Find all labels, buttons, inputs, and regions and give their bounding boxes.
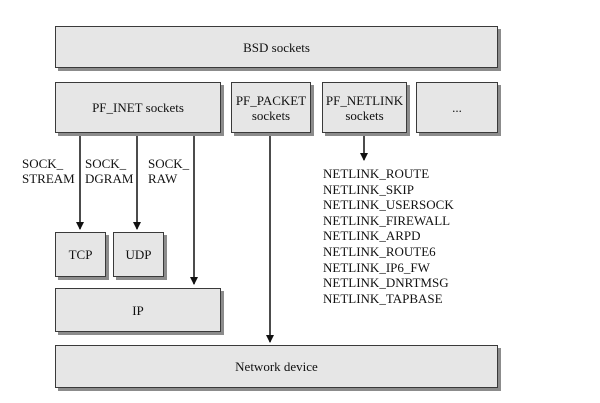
pf-netlink-sockets-box: PF_NETLINK sockets [322,82,407,133]
pf-inet-sockets-box: PF_INET sockets [55,82,221,133]
network-device-label: Network device [235,359,318,374]
sock-raw-label: SOCK_ RAW [148,156,189,186]
netlink-protocol-item: NETLINK_FIREWALL [323,212,451,228]
pf-inet-label: PF_INET sockets [92,100,184,115]
sock-raw-line2: RAW [148,171,178,186]
sock-dgram-line1: SOCK_ [85,156,127,171]
more-families-label: ... [452,100,462,115]
ip-box: IP [55,288,221,332]
bsd-sockets-box: BSD sockets [55,26,498,68]
udp-label: UDP [125,247,152,262]
more-families-box: ... [416,82,498,133]
bsd-sockets-label: BSD sockets [243,39,310,55]
udp-box: UDP [113,232,164,277]
netlink-protocol-list: NETLINK_ROUTE NETLINK_SKIP NETLINK_USERS… [323,166,454,306]
sock-dgram-label: SOCK_ DGRAM [85,156,133,186]
sock-stream-label: SOCK_ STREAM [22,156,75,186]
netlink-protocol-item: NETLINK_ROUTE [323,166,430,181]
sock-stream-line2: STREAM [22,171,75,186]
tcp-label: TCP [68,247,93,262]
netlink-protocol-item: NETLINK_DNRTMSG [323,275,449,291]
sock-dgram-line2: DGRAM [85,171,134,186]
tcp-box: TCP [55,232,106,277]
pf-packet-sockets-box: PF_PACKET sockets [231,82,311,133]
netlink-protocol-item: NETLINK_SKIP [323,181,414,197]
netlink-protocol-item: NETLINK_IP6_FW [323,259,430,275]
pf-netlink-label-line2: sockets [345,107,384,123]
sock-stream-line1: SOCK_ [22,156,64,171]
network-device-box: Network device [55,345,498,388]
ip-label: IP [132,302,144,318]
netlink-protocol-item: NETLINK_ROUTE6 [323,243,436,259]
netlink-protocol-item: NETLINK_TAPBASE [323,290,443,306]
pf-packet-label-line2: sockets [251,107,291,123]
pf-packet-label-line1: PF_PACKET [235,92,307,108]
netlink-protocol-item: NETLINK_ARPD [323,228,421,244]
netlink-protocol-item: NETLINK_USERSOCK [323,197,454,213]
pf-netlink-label-line1: PF_NETLINK [325,92,404,108]
sock-raw-line1: SOCK_ [148,156,190,171]
